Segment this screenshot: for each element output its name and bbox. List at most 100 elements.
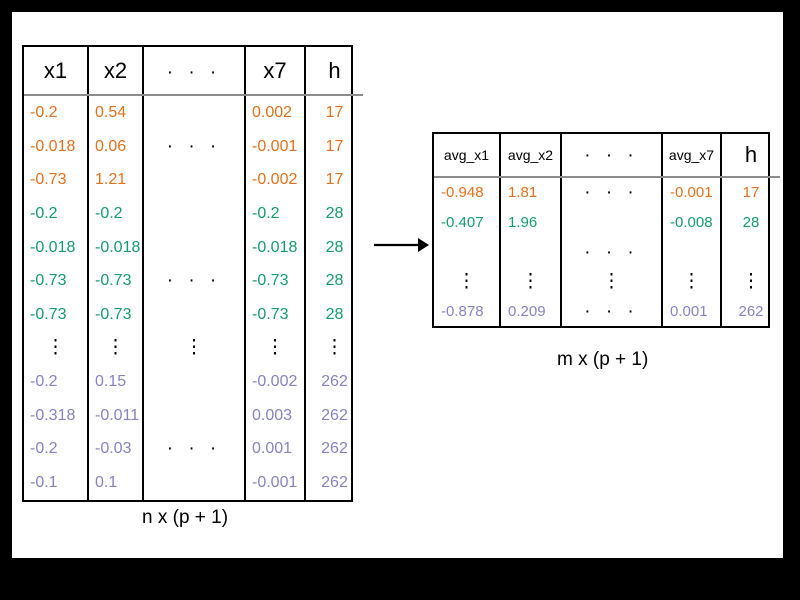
left-matrix-cell: -0.73 (87, 264, 144, 299)
left-matrix-cell: 0.06 (87, 129, 144, 164)
right-matrix-cell: -0.948 (434, 177, 501, 208)
left-matrix-cell: -0.018 (24, 129, 89, 164)
left-matrix-cell: 0.003 (244, 398, 306, 433)
left-matrix-cell: -0.73 (24, 163, 89, 198)
left-matrix-cell (142, 95, 246, 130)
left-matrix-cell-vertical-ellipsis: ⋮ (24, 331, 89, 366)
right-matrix-cell-vertical-ellipsis: ⋮ (661, 266, 722, 297)
left-matrix-cell: -0.2 (244, 197, 306, 231)
left-matrix-cell: -0.002 (244, 163, 306, 198)
right-matrix-cell: -0.008 (661, 207, 722, 238)
left-matrix-cell: -0.73 (24, 264, 89, 299)
left-matrix-cell-vertical-ellipsis: ⋮ (142, 331, 246, 366)
left-matrix-cell: -0.018 (244, 230, 306, 265)
right-matrix-cell: 1.81 (499, 177, 562, 208)
left-matrix-cell: -0.002 (244, 365, 306, 399)
right-matrix-cell (434, 237, 501, 267)
right-matrix-cell: 262 (720, 296, 780, 326)
right-matrix-cell-ellipsis: · · · (560, 177, 663, 208)
left-matrix-cell: -0.018 (87, 230, 144, 265)
left-matrix-cell: 0.15 (87, 365, 144, 399)
left-matrix-cell-vertical-ellipsis: ⋮ (87, 331, 144, 366)
left-matrix-cell: 28 (304, 264, 363, 299)
right-matrix-header-h: h (720, 134, 780, 178)
left-matrix-cell (142, 230, 246, 265)
right-matrix-cell: 1.96 (499, 207, 562, 238)
right-matrix-cell-ellipsis: · · · (560, 237, 663, 267)
right-matrix-cell-vertical-ellipsis: ⋮ (560, 266, 663, 297)
left-matrix-cell: -0.2 (24, 432, 89, 467)
left-matrix-cell-ellipsis: · · · (142, 129, 246, 164)
right-matrix-cell (560, 207, 663, 238)
left-matrix-cell-vertical-ellipsis: ⋮ (304, 331, 363, 366)
right-matrix-cell-vertical-ellipsis: ⋮ (499, 266, 562, 297)
left-matrix-cell: -0.018 (24, 230, 89, 265)
left-matrix-cell: -0.001 (244, 466, 306, 500)
right-matrix-cell (720, 237, 780, 267)
right-matrix-header-avg-x1: avg_x1 (434, 134, 501, 178)
left-matrix-header-x7: x7 (244, 47, 306, 96)
left-matrix-cell: -0.1 (24, 466, 89, 500)
left-matrix-cell: -0.318 (24, 398, 89, 433)
arrow-right-icon (372, 230, 430, 260)
left-matrix-cell: -0.73 (244, 298, 306, 332)
right-matrix-header-ellipsis: · · · (560, 134, 663, 178)
left-matrix-cell: -0.73 (244, 264, 306, 299)
left-matrix-cell: 0.002 (244, 95, 306, 130)
right-matrix-caption: m x (p + 1) (557, 349, 649, 370)
left-matrix-cell: 262 (304, 432, 363, 467)
left-matrix-cell: 28 (304, 298, 363, 332)
right-matrix-header-avg-x2: avg_x2 (499, 134, 562, 178)
left-matrix-cell: -0.001 (244, 129, 306, 164)
left-matrix-cell (142, 163, 246, 198)
right-matrix-cell: 0.209 (499, 296, 562, 326)
left-matrix-cell-vertical-ellipsis: ⋮ (244, 331, 306, 366)
left-matrix-cell: -0.2 (87, 197, 144, 231)
right-matrix-cell: -0.407 (434, 207, 501, 238)
right-matrix-cell: -0.001 (661, 177, 722, 208)
right-matrix-cell-vertical-ellipsis: ⋮ (434, 266, 501, 297)
right-matrix-cell: 17 (720, 177, 780, 208)
left-matrix-cell: 0.54 (87, 95, 144, 130)
right-matrix-cell: -0.878 (434, 296, 501, 326)
left-matrix-cell: -0.03 (87, 432, 144, 467)
right-matrix-cell: 28 (720, 207, 780, 238)
left-matrix-header-ellipsis: · · · (142, 47, 246, 96)
left-matrix-cell: -0.2 (24, 197, 89, 231)
left-matrix-cell: 28 (304, 197, 363, 231)
right-matrix-header-avg-x7: avg_x7 (661, 134, 722, 178)
left-matrix-header-x2: x2 (87, 47, 144, 96)
left-matrix-cell: 17 (304, 163, 363, 198)
left-matrix-cell-ellipsis: · · · (142, 432, 246, 467)
left-matrix-cell: -0.011 (87, 398, 144, 433)
left-matrix-cell: -0.2 (24, 95, 89, 130)
left-matrix-cell: 0.001 (244, 432, 306, 467)
left-matrix-cell: 1.21 (87, 163, 144, 198)
left-matrix-cell (142, 398, 246, 433)
left-matrix-cell: -0.73 (87, 298, 144, 332)
left-matrix-cell (142, 365, 246, 399)
left-matrix-cell (142, 197, 246, 231)
left-matrix-cell: 0.1 (87, 466, 144, 500)
left-matrix-cell: 262 (304, 365, 363, 399)
right-matrix-cell (499, 237, 562, 267)
left-matrix-cell: 17 (304, 95, 363, 130)
